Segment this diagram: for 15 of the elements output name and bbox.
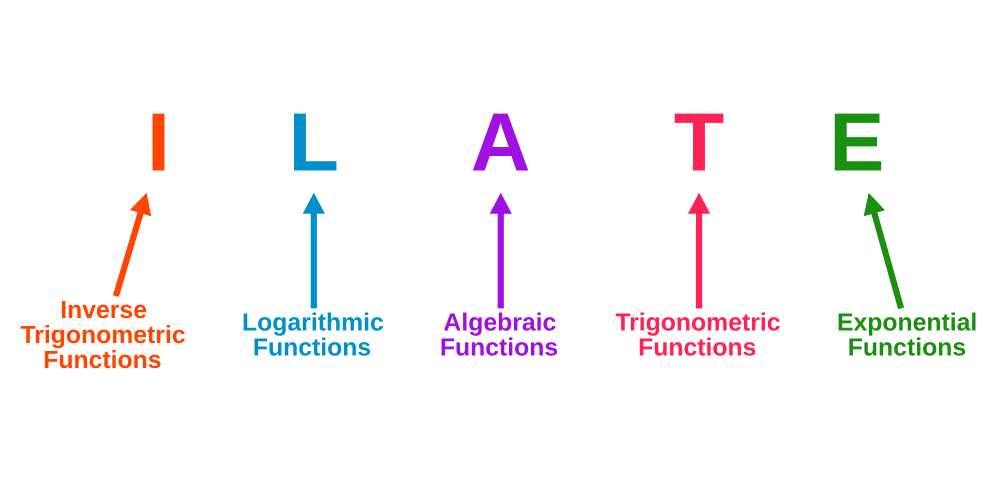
node-text: Algebraic Functions: [439, 310, 558, 362]
node-text: Trigonometric Functions: [614, 310, 780, 362]
node-text: Logarithmic Functions: [242, 310, 384, 362]
arrow: [863, 192, 904, 310]
node-text: Exponential Functions: [836, 310, 977, 362]
arrow: [302, 192, 324, 308]
arrow: [112, 192, 151, 297]
arrow: [687, 192, 710, 308]
node-text: A: [470, 95, 530, 188]
arrow: [489, 192, 512, 308]
node-text: I: [146, 95, 170, 188]
node-text: T: [673, 95, 724, 188]
node-text: E: [828, 95, 884, 188]
node-text: Inverse Trigonometric Functions: [20, 297, 186, 374]
node-text: L: [288, 95, 338, 188]
